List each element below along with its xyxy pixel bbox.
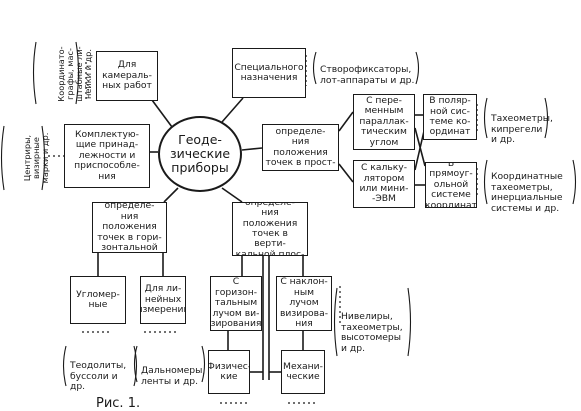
figure-caption: Рис. 1. bbox=[96, 396, 141, 411]
box-accessories-label: Комплектую- щие принад- лежности и присп… bbox=[74, 128, 140, 182]
bracket-centering bbox=[0, 125, 5, 191]
note-centering-marks-text: Центриры, визирные марки и др. bbox=[22, 132, 50, 184]
box-horizontal-plane: Для определе- ния положения точек в гори… bbox=[92, 202, 167, 253]
note-tacheometers-text: Тахеометры, кипрегели и др. bbox=[491, 113, 553, 146]
box-vertical-plane: Для определе- ния положения точек в верт… bbox=[232, 202, 308, 256]
box-cameral-works-label: Для камераль- ных работ bbox=[102, 59, 152, 92]
note-coord-tacheometers-text: Координатные тахеометры, инерциальные си… bbox=[491, 171, 563, 214]
spoke-vertical bbox=[221, 187, 243, 203]
note-theodolites: Теодолиты, буссоли и др. bbox=[70, 351, 134, 393]
box-special-purpose-label: Специального назначения bbox=[234, 61, 304, 83]
bracket-alignment-r bbox=[415, 51, 420, 85]
box-angular: Угломер- ные bbox=[70, 276, 126, 324]
box-angular-label: Угломер- ные bbox=[76, 288, 120, 310]
box-polar-system-label: В поляр- ной сис- теме ко- ординат bbox=[429, 95, 471, 138]
box-space-positioning-label: Для определе- ния положения точек в прос… bbox=[265, 125, 336, 170]
box-linear-label: Для ли- нейных измерений bbox=[141, 283, 185, 316]
box-rectangular-system-label: В прямоуг- ольной системе координат bbox=[425, 162, 477, 208]
box-linear: Для ли- нейных измерений bbox=[140, 276, 186, 324]
box-special-purpose: Специального назначения bbox=[232, 48, 306, 98]
box-accessories: Комплектую- щие принад- лежности и присп… bbox=[64, 124, 150, 188]
bracket-tacheometers-r bbox=[544, 97, 549, 139]
note-alignment: Створофиксаторы, лот-аппараты и др. bbox=[320, 55, 416, 86]
bracket-alignment bbox=[312, 51, 317, 85]
central-node-geodetic-instruments: Геоде- зические приборы bbox=[158, 116, 242, 192]
spoke-cameral bbox=[151, 99, 173, 128]
central-node-label: Геоде- зические приборы bbox=[169, 132, 231, 175]
bracket-levels bbox=[333, 287, 338, 357]
box-space-positioning: Для определе- ния положения точек в прос… bbox=[262, 124, 339, 171]
box-horizontal-beam: С горизон- тальным лучом ви- зирования bbox=[210, 276, 262, 331]
box-cameral-works: Для камераль- ных работ bbox=[96, 51, 158, 101]
spoke-horizontal bbox=[163, 187, 179, 203]
bracket-rangefinders-r bbox=[201, 345, 206, 383]
note-rangefinders: Дальномеры, ленты и др. bbox=[141, 356, 206, 387]
bracket-rangefinders bbox=[133, 345, 138, 383]
bracket-centering-r bbox=[41, 125, 46, 191]
note-coord-tacheometers: Координатные тахеометры, инерциальные си… bbox=[491, 162, 575, 214]
note-theodolites-text: Теодолиты, буссоли и др. bbox=[70, 360, 127, 393]
bracket-coord-r bbox=[572, 159, 577, 205]
box-parallactic-angle-label: С пере- менным параллак- тическим углом bbox=[359, 94, 409, 148]
bracket-theodolites bbox=[62, 345, 67, 387]
note-levels-text: Нивелиры, тахеометры, высотомеры и др. bbox=[341, 311, 403, 354]
box-vertical-plane-label: Для определе- ния положения точек в верт… bbox=[235, 202, 305, 256]
note-centering-marks: Центриры, визирные марки и др. bbox=[14, 124, 50, 192]
box-physical: Физичес- кие bbox=[208, 350, 250, 394]
box-inclined-beam: С наклон- ным лучом визирова- ния bbox=[276, 276, 332, 331]
spoke-special bbox=[221, 97, 244, 123]
connector-lines bbox=[97, 97, 426, 380]
box-inclined-beam-label: С наклон- ным лучом визирова- ния bbox=[279, 276, 329, 330]
bracket-tacheometers bbox=[483, 97, 488, 139]
box-rectangular-system: В прямоуг- ольной системе координат bbox=[425, 162, 477, 208]
bracket-levels-r bbox=[407, 287, 412, 357]
dotted-leaders bbox=[48, 55, 478, 404]
box-physical-label: Физичес- кие bbox=[208, 360, 250, 382]
note-alignment-text: Створофиксаторы, лот-аппараты и др. bbox=[320, 64, 415, 86]
note-rangefinders-text: Дальномеры, ленты и др. bbox=[141, 365, 206, 387]
link-calculator-polar bbox=[414, 130, 425, 171]
bracket-coordinatographs-r bbox=[75, 41, 80, 105]
box-mechanical: Механи- ческие bbox=[281, 350, 325, 394]
box-horizontal-beam-label: С горизон- тальным лучом ви- зирования bbox=[210, 276, 262, 330]
note-brackets bbox=[0, 41, 577, 387]
bracket-coordinatographs bbox=[32, 41, 37, 105]
note-coordinatographs: Координато- графы, мас- штабные ли- нейк… bbox=[48, 40, 93, 108]
box-horizontal-plane-label: Для определе- ния положения точек в гори… bbox=[97, 202, 162, 253]
note-levels: Нивелиры, тахеометры, высотомеры и др. bbox=[341, 302, 409, 354]
bracket-theodolites-r bbox=[133, 345, 138, 387]
box-polar-system: В поляр- ной сис- теме ко- ординат bbox=[423, 94, 477, 140]
link-space-calculator bbox=[338, 163, 354, 183]
bracket-coord bbox=[483, 159, 488, 205]
link-space-parallactic bbox=[338, 111, 354, 132]
note-tacheometers: Тахеометры, кипрегели и др. bbox=[491, 104, 553, 146]
box-calculator: С кальку- лятором или мини- -ЭВМ bbox=[353, 160, 415, 208]
box-mechanical-label: Механи- ческие bbox=[283, 360, 323, 382]
spoke-space bbox=[241, 147, 263, 151]
box-parallactic-angle: С пере- менным параллак- тическим углом bbox=[353, 94, 415, 150]
note-coordinatographs-text: Координато- графы, мас- штабные ли- нейк… bbox=[56, 46, 93, 102]
box-calculator-label: С кальку- лятором или мини- -ЭВМ bbox=[359, 162, 409, 205]
